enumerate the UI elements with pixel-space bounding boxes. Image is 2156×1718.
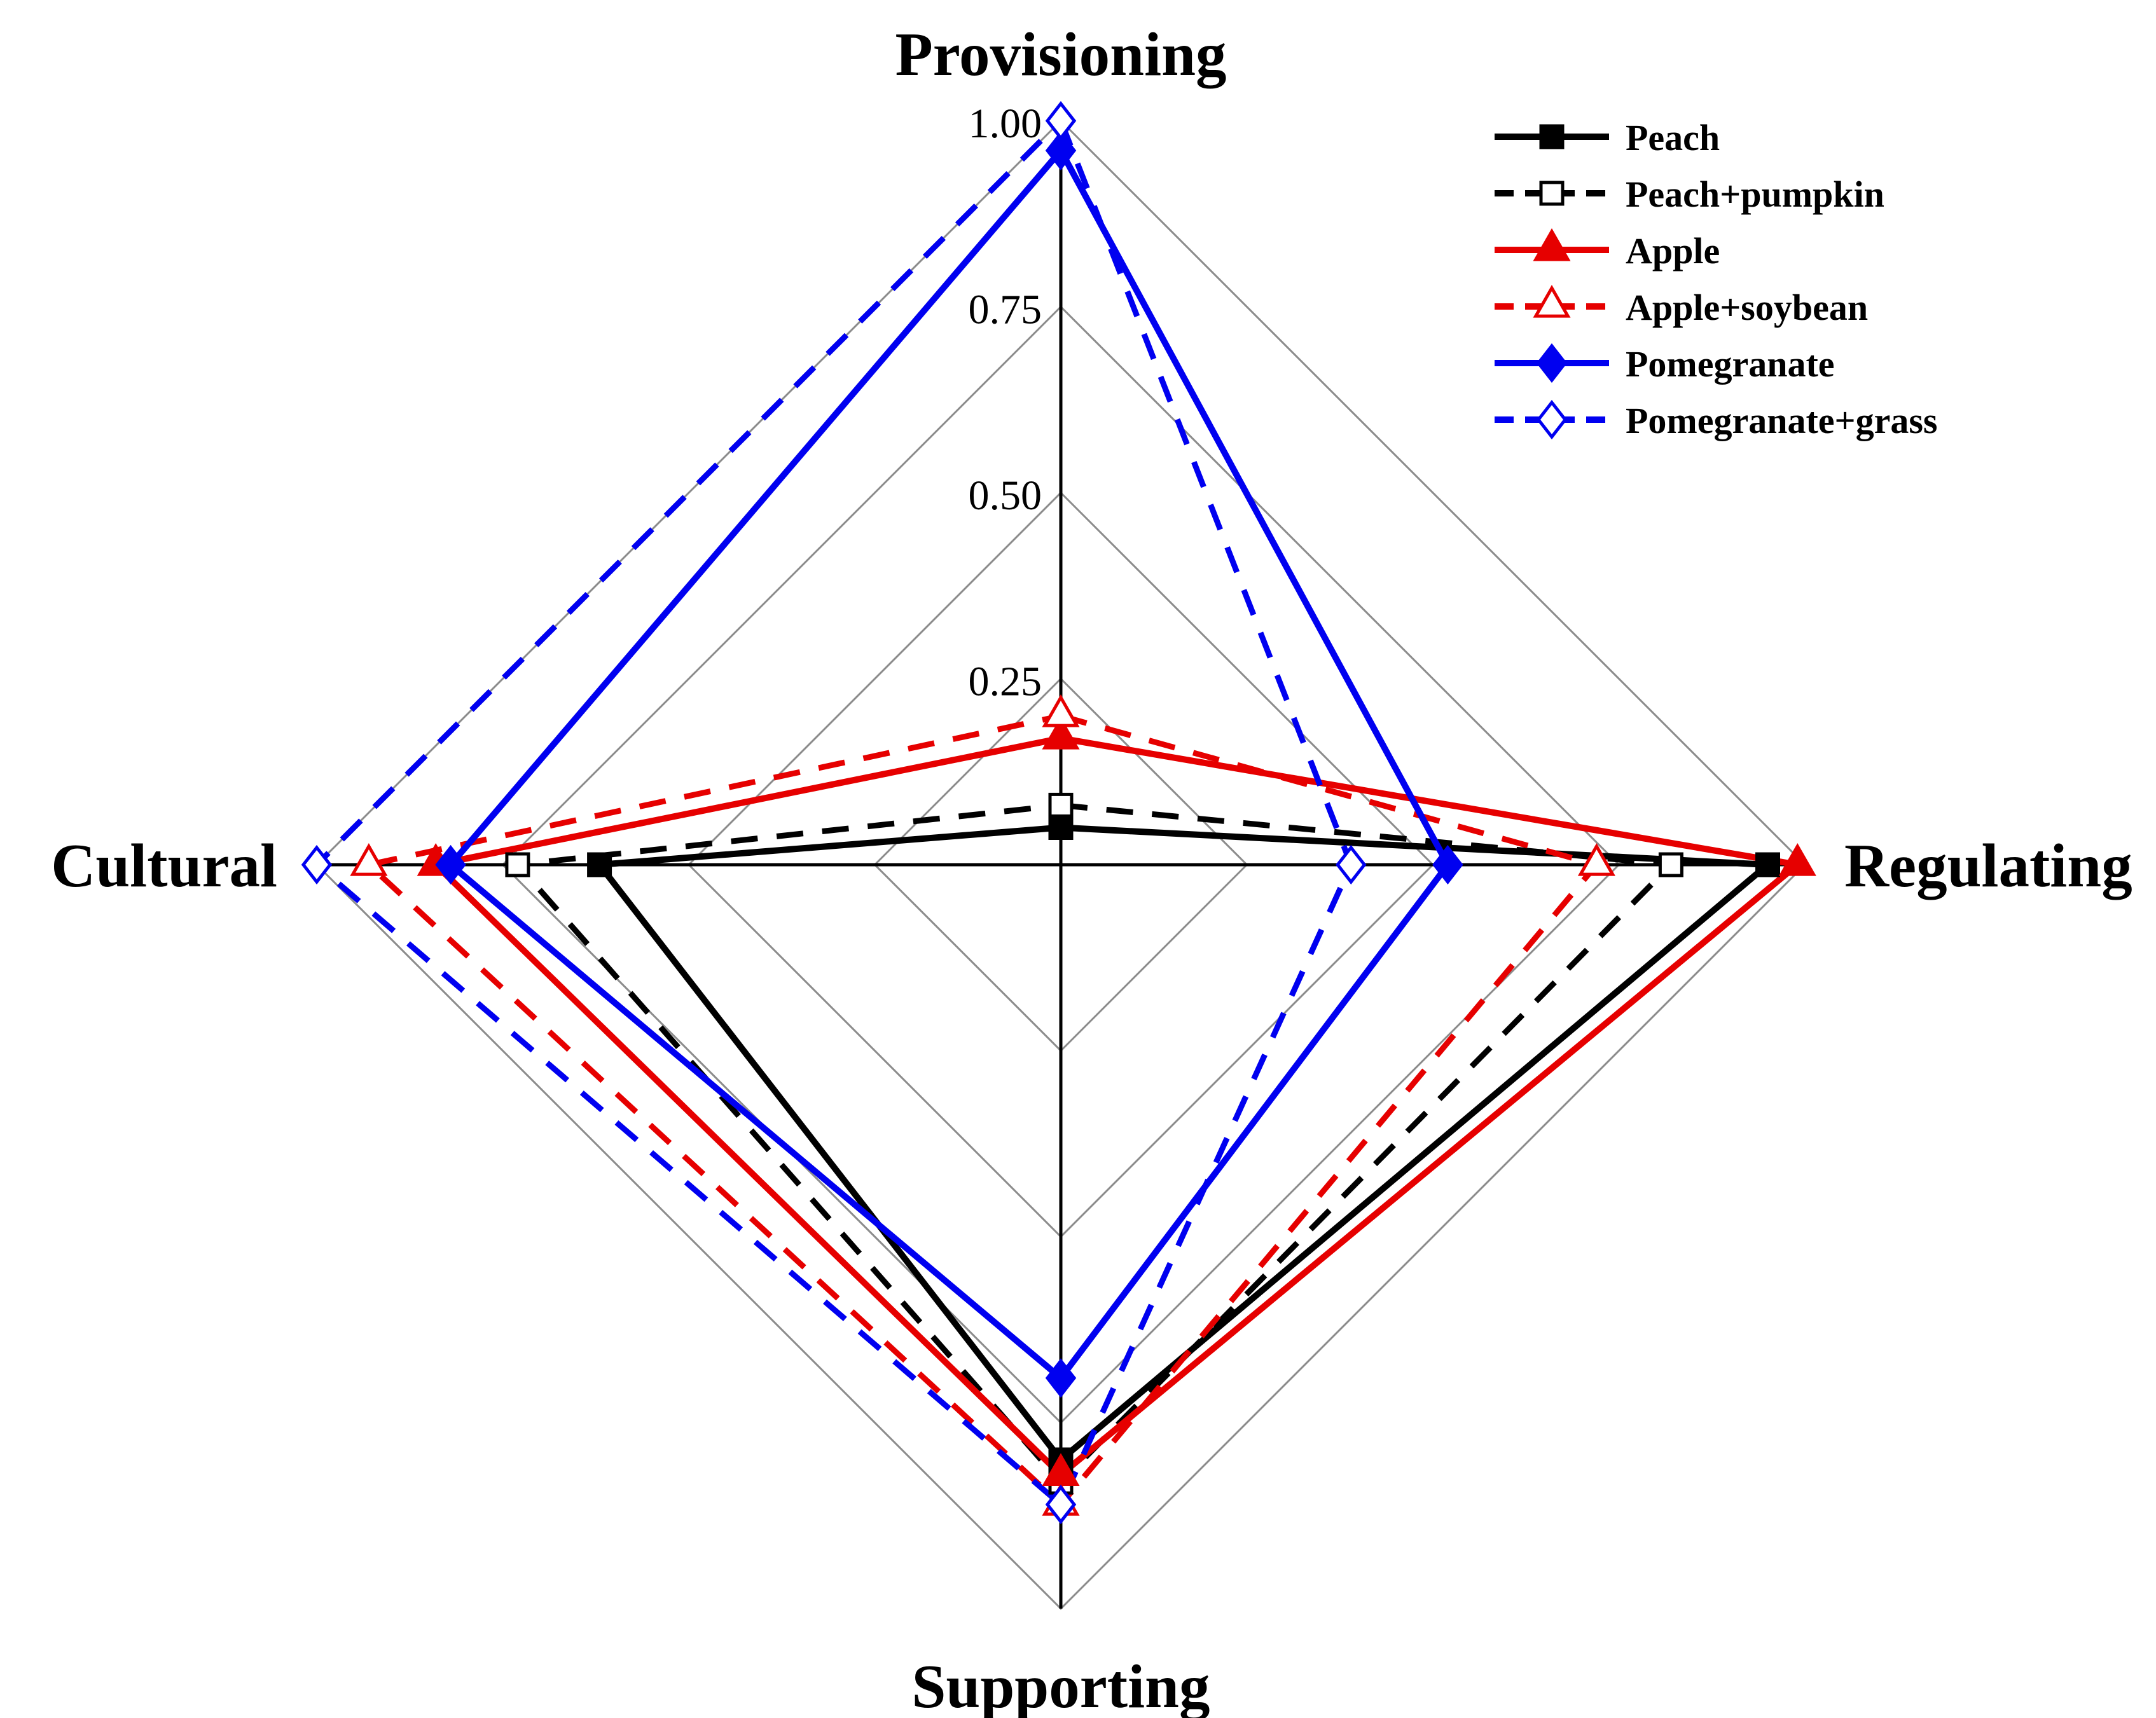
square-marker-legend — [1539, 124, 1565, 149]
legend-label: Pomegranate — [1626, 343, 1835, 385]
legend-label: Apple+soybean — [1626, 287, 1868, 328]
axis-label-supporting: Supporting — [911, 1653, 1210, 1718]
tick-label-1.00: 1.00 — [969, 100, 1042, 147]
axis-label-cultural: Cultural — [51, 832, 277, 900]
tick-label-0.75: 0.75 — [969, 287, 1042, 333]
legend-label: Pomegranate+grass — [1626, 400, 1937, 441]
legend-item-peach-pumpkin: Peach+pumpkin — [1495, 174, 1884, 215]
series-markers-pomegranate — [435, 130, 1463, 1398]
diamond-marker-legend — [1536, 343, 1568, 383]
square-marker-peach — [587, 852, 612, 877]
diamond-marker-pomegranate — [1432, 844, 1463, 885]
diamond-marker-pomegranate-grass — [301, 844, 333, 885]
legend-label: Peach — [1626, 117, 1720, 158]
diamond-marker-pomegranate-grass — [1045, 1485, 1077, 1525]
legend-item-peach: Peach — [1495, 117, 1720, 158]
triangle-marker-legend — [1533, 228, 1571, 261]
square-marker-peach — [1048, 815, 1074, 840]
series-polygon-peach-pumpkin — [511, 802, 1678, 1487]
legend-item-apple-soybean: Apple+soybean — [1495, 284, 1868, 328]
diamond-marker-pomegranate-grass — [1045, 100, 1077, 141]
diamond-marker-pomegranate-grass — [1336, 844, 1367, 885]
series-polygon-peach — [593, 824, 1776, 1465]
diamond-marker-pomegranate — [435, 844, 466, 885]
tick-label-0.50: 0.50 — [969, 472, 1042, 519]
legend-item-apple: Apple — [1495, 228, 1720, 271]
tick-label-0.25: 0.25 — [969, 659, 1042, 705]
triangle-marker-apple-soybean — [1577, 842, 1615, 876]
triangle-marker-apple-soybean — [350, 842, 388, 876]
legend-label: Peach+pumpkin — [1626, 174, 1884, 215]
legend-label: Apple — [1626, 230, 1720, 271]
triangle-marker-apple-soybean — [1042, 694, 1080, 727]
series-markers-pomegranate-grass — [301, 100, 1367, 1525]
diamond-marker-pomegranate — [1045, 1358, 1077, 1398]
axis-label-regulating: Regulating — [1844, 832, 2132, 900]
square-marker-peach-pumpkin — [505, 852, 530, 877]
series-polygon-pomegranate — [446, 145, 1452, 1383]
triangle-marker-apple — [1042, 717, 1080, 750]
legend-item-pomegranate-grass: Pomegranate+grass — [1495, 399, 1937, 441]
square-marker-peach — [1755, 852, 1780, 877]
diamond-marker-legend — [1536, 399, 1568, 440]
square-marker-peach-pumpkin — [1658, 852, 1683, 877]
axis-label-provisioning: Provisioning — [895, 20, 1226, 88]
triangle-marker-legend — [1533, 284, 1571, 318]
legend-item-pomegranate: Pomegranate — [1495, 343, 1835, 385]
diamond-marker-pomegranate — [1045, 130, 1077, 170]
square-marker-peach-pumpkin — [1048, 792, 1074, 818]
triangle-marker-apple — [1778, 842, 1816, 876]
square-marker-legend — [1539, 181, 1565, 206]
legend: PeachPeach+pumpkinAppleApple+soybeanPome… — [1495, 117, 1937, 441]
